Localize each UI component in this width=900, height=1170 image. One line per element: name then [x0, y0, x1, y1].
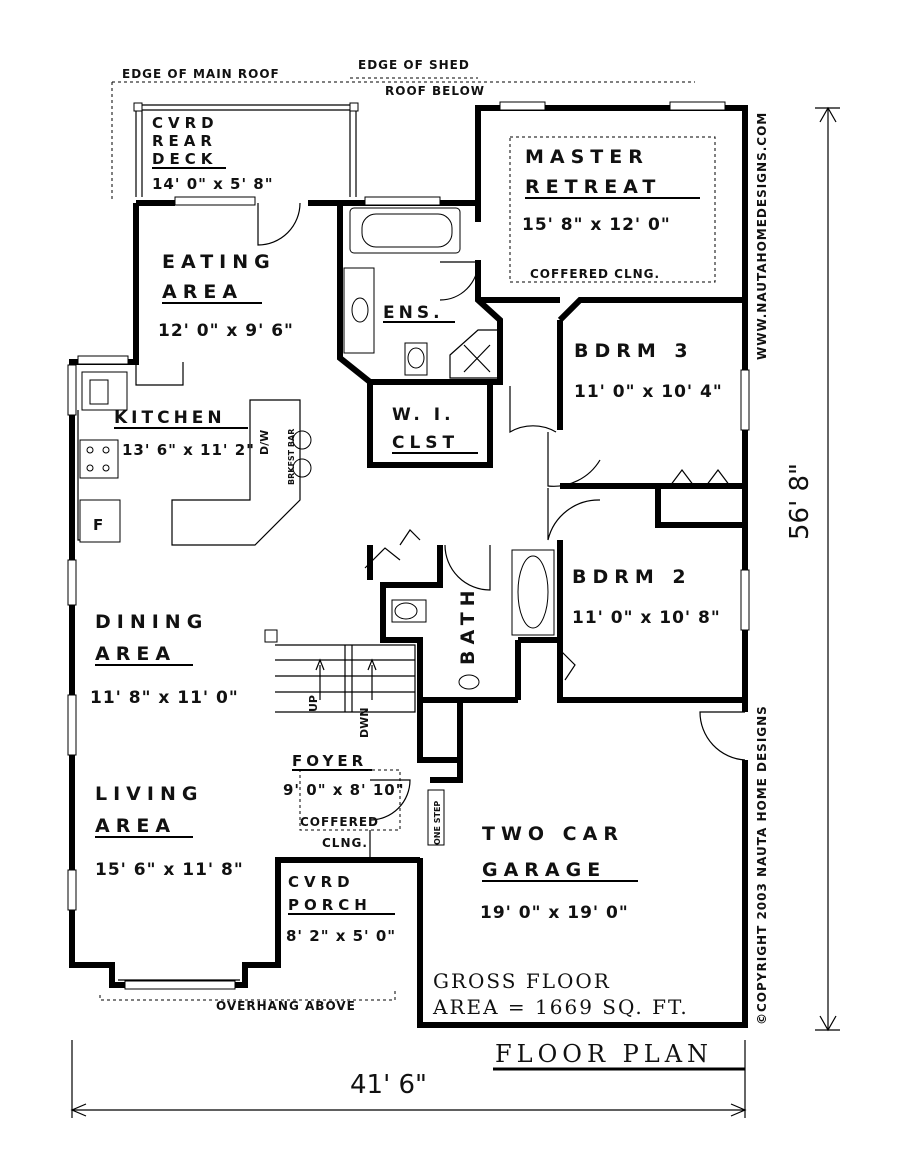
plan-title: FLOOR PLAN [495, 1040, 713, 1068]
depth-dimension: 56' 8" [785, 463, 815, 540]
dimension-lines [70, 106, 840, 1118]
garage-name-1: TWO CAR [482, 823, 624, 845]
kitchen-size: 13' 6" x 11' 2" [122, 441, 255, 459]
roof-outline [99, 77, 695, 1001]
living-size: 15' 6" x 11' 8" [95, 860, 244, 880]
fixtures [77, 207, 555, 846]
copyright-note: ©COPYRIGHT 2003 NAUTA HOME DESIGNS [755, 705, 769, 1025]
staircase [264, 629, 415, 712]
deck-name-1: CVRD [152, 114, 219, 132]
gross-area-line-2: AREA = 1669 SQ. FT. [432, 995, 689, 1019]
bdrm2-size: 11' 0" x 10' 8" [572, 608, 721, 628]
edge-main-roof-note: EDGE OF MAIN ROOF [122, 67, 280, 81]
master-name-2: RETREAT [525, 176, 661, 198]
bdrm3-size: 11' 0" x 10' 4" [574, 382, 723, 402]
rear-deck [133, 102, 359, 197]
master-size: 15' 8" x 12' 0" [522, 215, 671, 235]
living-name-2: AREA [95, 815, 176, 837]
eating-name-2: AREA [162, 281, 243, 303]
dining-name-1: DINING [95, 611, 208, 633]
porch-name-1: CVRD [288, 873, 355, 891]
doors [257, 202, 746, 860]
eating-name-1: EATING [162, 251, 276, 273]
wic-name-1: W. I. [392, 405, 455, 425]
dishwasher-label: D/W [258, 430, 271, 455]
stair-down-label: DWN [358, 708, 371, 738]
master-name-1: MASTER [525, 146, 649, 168]
living-name-1: LIVING [95, 783, 203, 805]
kitchen-name: KITCHEN [114, 408, 226, 428]
eating-size: 12' 0" x 9' 6" [158, 321, 294, 341]
gross-area-line-1: GROSS FLOOR [433, 969, 611, 993]
deck-name-3: DECK [152, 150, 217, 168]
bdrm3-name: BDRM 3 [574, 340, 694, 362]
foyer-coffered-note-1: COFFERED [300, 815, 379, 829]
overhang-note: OVERHANG ABOVE [216, 999, 356, 1013]
foyer-size: 9' 0" x 8' 10" [283, 781, 405, 799]
edge-shed-note: EDGE OF SHED [358, 58, 470, 72]
bath-name: BATH [457, 584, 479, 665]
windows [67, 101, 750, 990]
roof-below-note: ROOF BELOW [385, 84, 485, 98]
garage-size: 19' 0" x 19' 0" [480, 903, 629, 923]
one-step-label: ONE STEP [433, 801, 442, 845]
garage-name-2: GARAGE [482, 859, 606, 881]
wic-name-2: CLST [392, 433, 459, 453]
fridge-label: F [93, 516, 104, 534]
foyer-coffered-note-2: CLNG. [322, 836, 368, 850]
dining-size: 11' 8" x 11' 0" [90, 688, 239, 708]
dining-name-2: AREA [95, 643, 176, 665]
breakfast-bar-label: BRKFST BAR [287, 429, 296, 485]
porch-name-2: PORCH [288, 896, 372, 914]
ensuite-name: ENS. [383, 303, 444, 323]
master-coffered-ceiling [509, 136, 716, 283]
foyer-name: FOYER [292, 752, 367, 770]
closet-doors [364, 469, 731, 681]
stair-up-label: UP [307, 695, 320, 712]
master-coffered-note: COFFERED CLNG. [530, 267, 660, 281]
deck-size: 14' 0" x 5' 8" [152, 175, 274, 193]
porch-size: 8' 2" x 5' 0" [286, 927, 396, 945]
deck-name-2: REAR [152, 132, 217, 150]
bdrm2-name: BDRM 2 [572, 566, 692, 588]
width-dimension: 41' 6" [350, 1070, 427, 1100]
website-note: WWW.NAUTAHOMEDESIGNS.COM [755, 112, 769, 360]
